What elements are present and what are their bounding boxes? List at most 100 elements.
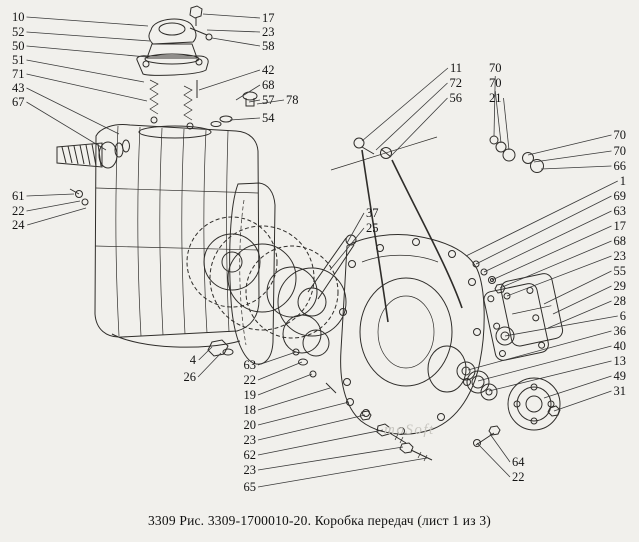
leader-line (533, 150, 612, 163)
part-label-18: 18 (244, 403, 257, 417)
gear-cluster (186, 216, 357, 357)
rear-housing (339, 234, 485, 435)
gearbox-diagram-svg: 1052505171436761222417235842685778541172… (12, 5, 626, 494)
gearbox-case (69, 124, 260, 348)
part-label-72: 72 (450, 76, 463, 90)
part-label-43: 43 (12, 81, 25, 95)
figure-caption: 3309 Рис. 3309-1700010-20. Коробка перед… (147, 513, 491, 528)
part-label-64: 64 (512, 455, 525, 469)
shift-tower (136, 5, 258, 130)
leader-line (493, 75, 496, 137)
part-label-1: 1 (620, 174, 626, 188)
leader-line (499, 240, 612, 289)
leader-line (257, 429, 384, 456)
part-label-25: 25 (366, 221, 379, 235)
leader-line (26, 45, 148, 58)
leader-line (543, 270, 612, 305)
part-label-23: 23 (614, 249, 627, 263)
leader-line (26, 31, 151, 42)
leader-line (26, 193, 75, 197)
leader-line (26, 87, 120, 135)
leader-line (206, 29, 261, 33)
gasket (229, 182, 276, 365)
part-label-70: 70 (614, 128, 627, 142)
leader-line (257, 401, 350, 426)
part-label-28: 28 (614, 294, 627, 308)
part-label-70: 70 (614, 144, 627, 158)
part-label-11: 11 (450, 61, 462, 75)
leader-line (375, 82, 448, 151)
leader-line (465, 180, 618, 257)
bottom-parts (207, 339, 433, 462)
leader-line (506, 255, 612, 297)
part-label-61: 61 (12, 189, 25, 203)
part-label-19: 19 (244, 388, 257, 402)
part-label-23: 23 (244, 463, 257, 477)
part-label-10: 10 (12, 10, 25, 24)
part-label-24: 24 (12, 218, 25, 232)
leader-line (346, 212, 365, 244)
housing-fasteners (472, 260, 515, 346)
leader-line (552, 285, 612, 315)
leader-line (198, 346, 213, 361)
leader-line (488, 360, 612, 392)
part-label-26: 26 (184, 370, 197, 384)
leader-line (476, 442, 511, 478)
leader-line (257, 457, 428, 488)
leader-line (257, 373, 313, 396)
part-label-31: 31 (614, 384, 627, 398)
part-label-22: 22 (12, 204, 25, 218)
part-label-69: 69 (614, 189, 627, 203)
leader-line (504, 315, 618, 337)
leader-line (257, 351, 297, 366)
leader-line (257, 414, 366, 441)
part-label-51: 51 (12, 53, 25, 67)
leader-line (389, 97, 448, 158)
leader-line (494, 90, 502, 144)
leader-line (527, 134, 612, 156)
part-label-42: 42 (262, 63, 275, 77)
snap-rings (489, 135, 544, 173)
part-label-13: 13 (614, 354, 627, 368)
part-label-66: 66 (614, 159, 627, 173)
part-label-21: 21 (489, 91, 502, 105)
part-label-65: 65 (244, 480, 257, 494)
leader-line (540, 165, 612, 170)
part-label-67: 67 (12, 95, 25, 109)
pto-cover (483, 273, 564, 361)
leader-line (483, 210, 612, 273)
leader-line (26, 200, 81, 212)
leader-line (229, 117, 261, 121)
part-label-49: 49 (614, 369, 627, 383)
leader-line (475, 195, 612, 265)
part-label-4: 4 (190, 353, 197, 367)
part-label-22: 22 (512, 470, 525, 484)
part-label-52: 52 (12, 25, 25, 39)
part-label-56: 56 (450, 91, 463, 105)
leader-line (491, 225, 612, 281)
part-label-70: 70 (489, 61, 502, 75)
leader-line (235, 84, 261, 101)
leader-line (257, 446, 404, 471)
part-label-63: 63 (244, 358, 257, 372)
leader-line (211, 37, 261, 47)
output-flange-stack (456, 361, 561, 447)
leader-line (329, 227, 365, 271)
leader-line (202, 13, 261, 19)
part-label-20: 20 (244, 418, 257, 432)
leader-line (27, 207, 87, 226)
part-label-29: 29 (614, 279, 627, 293)
part-label-50: 50 (12, 39, 25, 53)
leader-line (26, 16, 149, 27)
part-label-54: 54 (262, 111, 275, 125)
part-label-23: 23 (244, 433, 257, 447)
leader-line (361, 67, 449, 142)
part-label-68: 68 (262, 78, 275, 92)
part-label-62: 62 (244, 448, 257, 462)
part-label-17: 17 (614, 219, 627, 233)
leader-line (503, 97, 510, 151)
leader-line (197, 352, 222, 378)
leader-line (553, 390, 612, 412)
